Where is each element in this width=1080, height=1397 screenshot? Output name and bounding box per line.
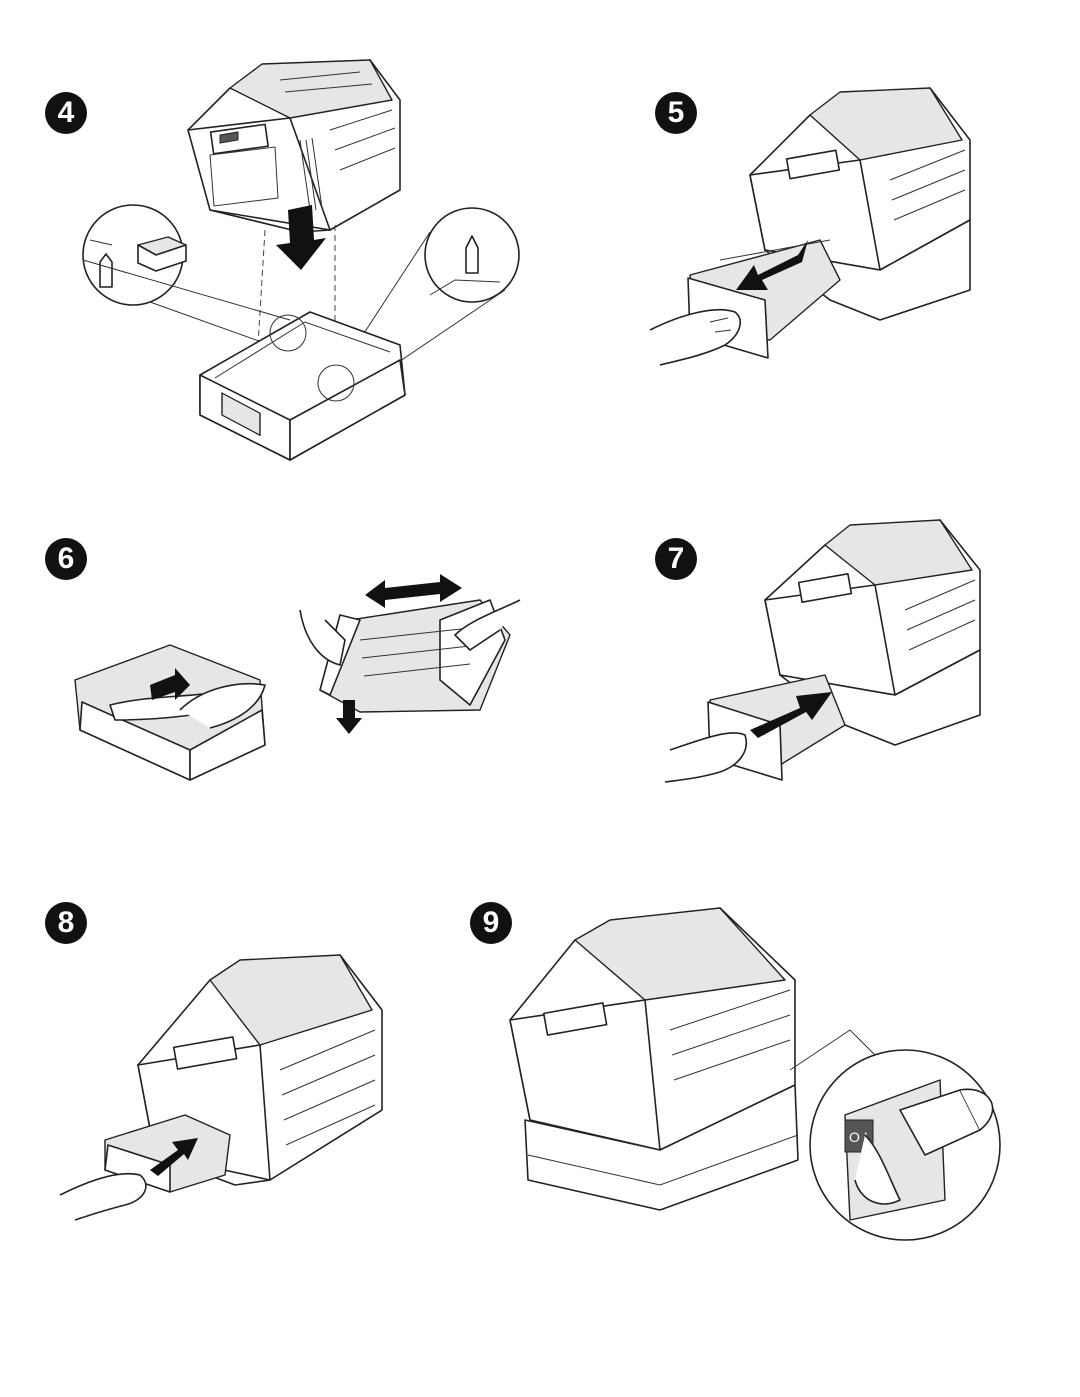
step-9-callout-switch: O I — [789, 1029, 1001, 1241]
step-8-illustration-install-tray — [59, 954, 383, 1221]
step-6-illustration-load-paper — [74, 574, 521, 781]
step-4-tray-base — [199, 311, 406, 461]
step-6-number-badge: 6 — [45, 538, 87, 580]
step-4-number-badge: 4 — [45, 92, 87, 134]
step-7-illustration-insert-tray — [664, 519, 981, 783]
step-8-push-arrow — [150, 1138, 198, 1176]
step-5-illustration-remove-tray — [649, 87, 971, 366]
step-6-hand-left — [179, 682, 266, 729]
step-4-printer — [187, 59, 401, 233]
step-8-printer — [137, 954, 383, 1186]
step-7-hand — [664, 732, 747, 783]
step-7-push-arrow — [750, 692, 832, 738]
step-9-power-switch-label: O I — [849, 1129, 868, 1145]
step-8-hand — [59, 1172, 147, 1221]
step-9-illustration-power-on: O I — [509, 907, 1001, 1241]
step-8-tray — [104, 1114, 231, 1193]
step-5-pull-arrow — [736, 240, 808, 290]
step-5-number-badge: 5 — [655, 92, 697, 134]
step-5-printer — [749, 87, 971, 321]
step-6-hands-right — [299, 599, 521, 666]
step-9-printer — [509, 907, 799, 1211]
step-6-down-arrow — [336, 700, 362, 734]
step-5-hand — [649, 308, 741, 366]
step-4-illustration-printer-onto-tray — [82, 59, 520, 461]
step-6-tray-left — [74, 644, 266, 781]
step-4-down-arrow — [276, 205, 326, 270]
step-4-callout-left — [82, 204, 291, 346]
step-7-number-badge: 7 — [655, 538, 697, 580]
step-8-number-badge: 8 — [45, 902, 87, 944]
step-7-printer — [764, 519, 981, 746]
step-6-adjust-arrow — [365, 574, 462, 608]
step-9-number-badge: 9 — [470, 902, 512, 944]
step-6-insert-arrow — [150, 668, 190, 700]
